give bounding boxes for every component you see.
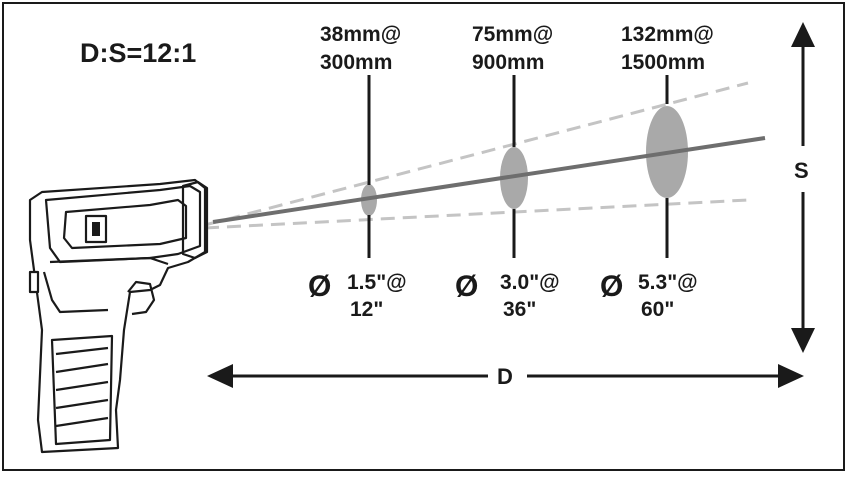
distance-arrow-right-head — [778, 364, 804, 388]
metric-label-2-line2: 900mm — [472, 51, 544, 74]
gun-display — [84, 214, 108, 244]
gun-grip-rib — [55, 346, 109, 356]
imperial-label-1-line2: 12" — [350, 298, 383, 321]
laser-beam — [212, 136, 766, 224]
thermometer-gun-icon — [28, 178, 209, 454]
gun-top-housing — [44, 184, 202, 264]
spot-arrow-up-head — [791, 22, 815, 47]
ratio-label: D:S=12:1 — [80, 38, 196, 68]
gun-mid-contour — [49, 256, 169, 266]
cone-lower-edge — [204, 198, 749, 230]
metric-label-1-line1: 38mm@ — [320, 23, 401, 46]
gun-sensor-window — [62, 198, 188, 250]
spot-arrow-down-head — [791, 328, 815, 353]
diameter-symbol-3: Ø — [600, 270, 623, 303]
imperial-label-2-line1: 3.0"@ — [500, 271, 560, 294]
gun-side-contour — [42, 271, 109, 314]
imperial-label-3-line2: 60" — [641, 298, 674, 321]
imperial-label-2-line2: 36" — [503, 298, 536, 321]
gun-grip-rib — [55, 362, 109, 374]
gun-body — [28, 178, 207, 454]
metric-label-1-line2: 300mm — [320, 51, 392, 74]
gun-display-inner — [92, 222, 100, 236]
metric-label-2-line1: 75mm@ — [472, 23, 553, 46]
gun-grip-panel — [50, 334, 114, 446]
gun-nose — [181, 180, 209, 260]
gun-grip-rib — [55, 398, 109, 410]
imperial-label-1-line1: 1.5"@ — [347, 271, 407, 294]
metric-label-3-line1: 132mm@ — [621, 23, 714, 46]
outer-border — [2, 2, 845, 471]
gun-grip-rib — [55, 416, 109, 428]
diameter-symbol-2: Ø — [455, 270, 478, 303]
gun-trigger — [127, 280, 156, 316]
distance-arrow-left-head — [207, 364, 233, 388]
distance-label: D — [497, 364, 513, 389]
cone-upper-edge — [204, 81, 749, 227]
spot-size-label: S — [794, 158, 809, 183]
diameter-symbol-1: Ø — [308, 270, 331, 303]
gun-side-button — [28, 270, 40, 294]
metric-label-3-line2: 1500mm — [621, 51, 705, 74]
gun-grip-rib — [55, 380, 109, 392]
imperial-label-3-line1: 5.3"@ — [638, 271, 698, 294]
